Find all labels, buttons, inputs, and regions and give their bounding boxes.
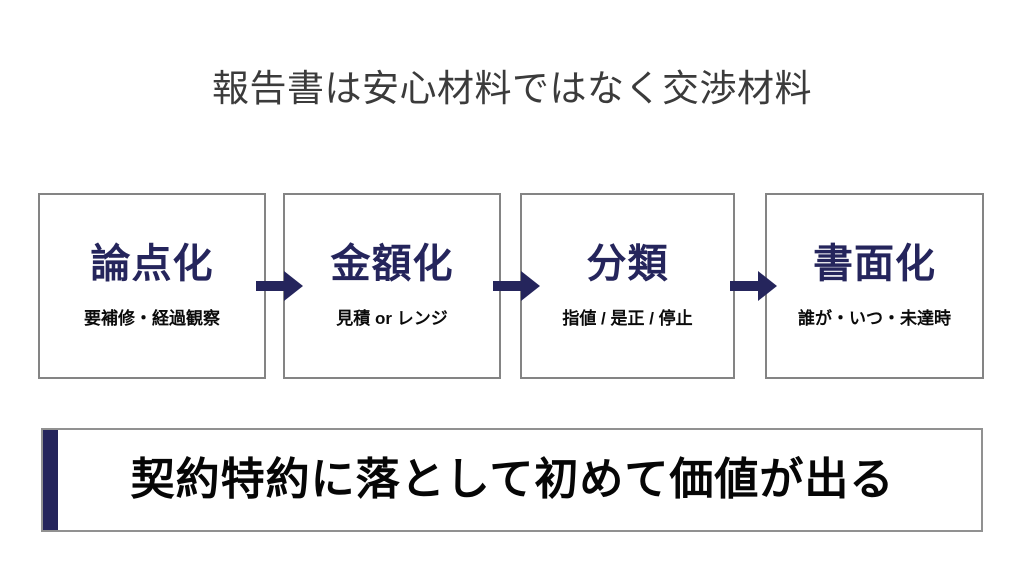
flow-step-1-heading: 論点化 <box>90 242 214 286</box>
right-arrow-icon <box>493 269 541 303</box>
flow-step-3[interactable]: 分類 指値 / 是正 / 停止 <box>520 193 735 379</box>
banner-accent-bar <box>43 430 58 530</box>
right-arrow-icon <box>256 269 304 303</box>
right-arrow-icon <box>730 269 778 303</box>
flow-step-3-subtitle: 指値 / 是正 / 停止 <box>562 309 693 328</box>
process-flow: 論点化 要補修・経過観察 金額化 見積 or レンジ 分類 指値 / 是正 / … <box>38 193 984 379</box>
flow-step-4-subtitle: 誰が・いつ・未達時 <box>798 309 951 328</box>
flow-step-4-heading: 書面化 <box>813 242 936 286</box>
flow-step-3-heading: 分類 <box>586 242 669 286</box>
flow-step-1[interactable]: 論点化 要補修・経過観察 <box>38 193 266 379</box>
flow-step-1-subtitle: 要補修・経過観察 <box>84 309 220 328</box>
flow-step-4[interactable]: 書面化 誰が・いつ・未達時 <box>765 193 984 379</box>
conclusion-banner: 契約特約に落として初めて価値が出る <box>41 428 983 532</box>
flow-step-2-subtitle: 見積 or レンジ <box>336 309 448 328</box>
flow-step-2-heading: 金額化 <box>330 242 454 286</box>
page-title: 報告書は安心材料ではなく交渉材料 <box>212 68 812 109</box>
banner-text: 契約特約に落として初めて価値が出る <box>130 455 895 504</box>
flow-step-2[interactable]: 金額化 見積 or レンジ <box>283 193 501 379</box>
